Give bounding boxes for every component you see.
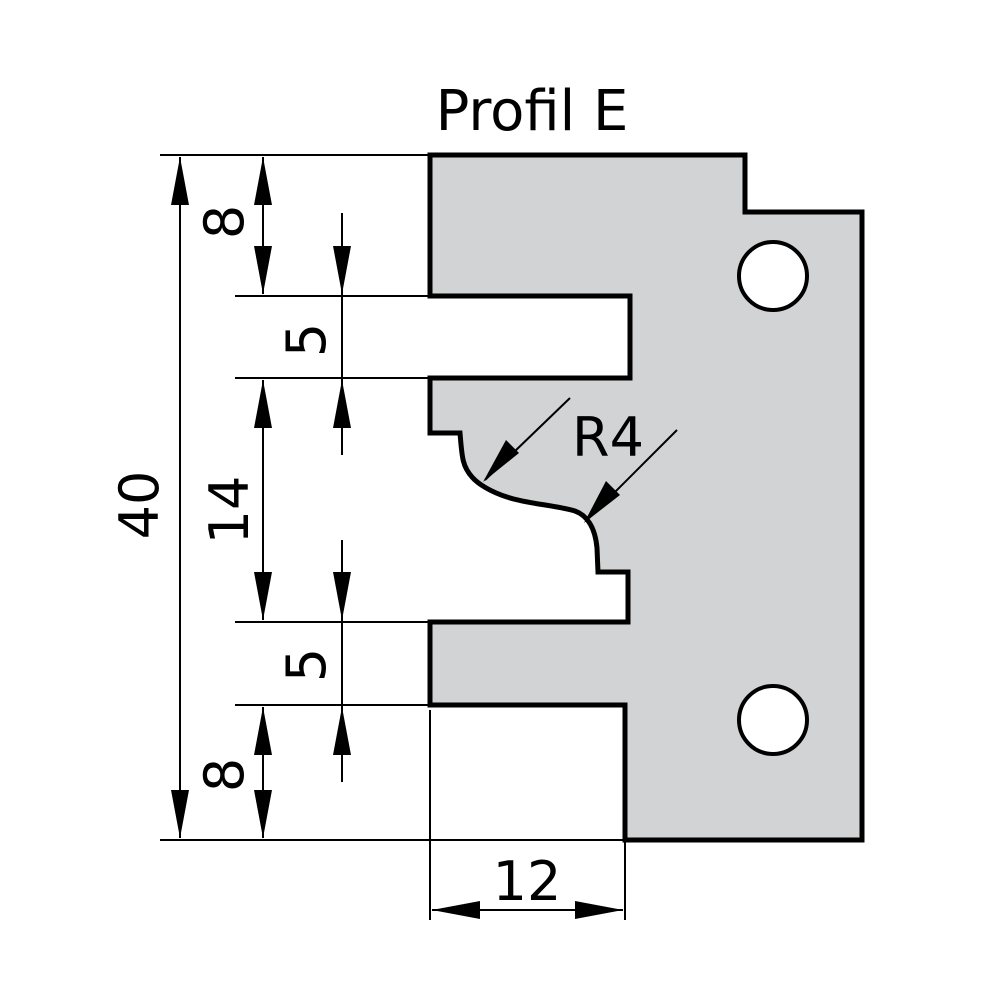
dim-label-bottom-segment: 8 <box>193 758 256 792</box>
arrow-upper-groove-down <box>333 246 351 294</box>
dim-label-upper-groove: 5 <box>275 323 338 357</box>
lower-mount-hole <box>737 684 809 756</box>
arrow-bottom-segment-up <box>254 707 272 755</box>
arrow-lower-groove-down <box>333 572 351 620</box>
dim-label-total-height: 40 <box>108 471 171 540</box>
arrow-middle-down <box>254 572 272 620</box>
profile-body <box>427 152 865 843</box>
arrow-width-left <box>432 901 480 919</box>
arrow-total-top <box>171 157 189 205</box>
arrow-lower-groove-up <box>333 707 351 755</box>
arrow-top-segment-down <box>254 246 272 294</box>
arrow-radius-lower <box>584 481 620 523</box>
dim-label-radius: R4 <box>572 406 644 469</box>
dim-label-top-segment: 8 <box>193 205 256 239</box>
arrow-radius-upper <box>483 440 519 482</box>
arrow-upper-groove-up <box>333 380 351 428</box>
dim-label-middle-segment: 14 <box>198 476 261 545</box>
dim-label-lower-groove: 5 <box>275 648 338 682</box>
arrow-middle-up <box>254 380 272 428</box>
dim-label-width: 12 <box>493 850 562 913</box>
arrow-total-bottom <box>171 790 189 838</box>
upper-mount-hole <box>737 240 809 312</box>
arrow-bottom-segment-down <box>254 790 272 838</box>
profile-title: Profil E <box>436 79 629 144</box>
arrow-width-right <box>575 901 623 919</box>
arrow-top-segment-up <box>254 157 272 205</box>
